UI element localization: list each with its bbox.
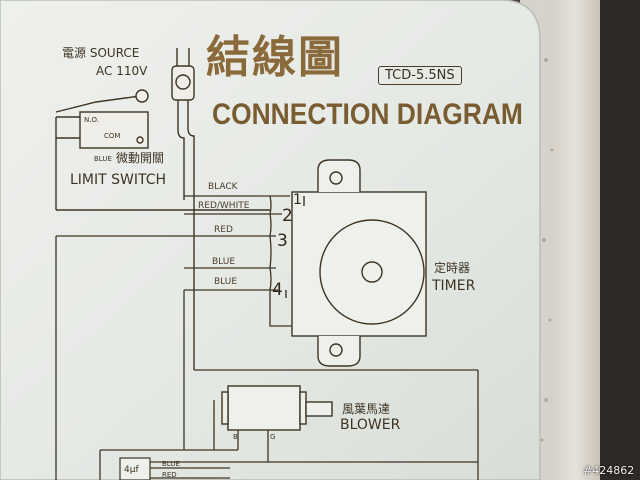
title-english: CONNECTION DIAGRAM <box>212 98 523 131</box>
model-number: TCD-5.5NS <box>378 66 462 85</box>
title-cjk: 結線圖 <box>206 32 344 83</box>
blower-pin-g: G <box>270 433 276 441</box>
capacitor <box>119 457 230 480</box>
wire-harness <box>55 195 479 480</box>
appliance-side-panel <box>540 0 610 480</box>
terminal-3: 3 <box>277 231 288 251</box>
blower-motor <box>221 385 333 431</box>
terminal-2: 2 <box>282 206 293 226</box>
rim-grime <box>540 58 554 442</box>
timer-label-cjk: 定時器 <box>434 261 471 275</box>
image-watermark: #424862 <box>583 464 635 477</box>
limit-switch-blue: BLUE <box>94 155 112 163</box>
terminal-1: 1 <box>293 192 302 208</box>
source-voltage: AC 110V <box>96 64 148 78</box>
source-label-en: SOURCE <box>89 46 140 60</box>
capacitor-label: 4μf <box>124 465 139 475</box>
power-plug <box>171 48 195 370</box>
capacitor-wire-red: RED <box>162 471 177 479</box>
blower-label-cjk: 風葉馬達 <box>342 402 391 416</box>
appliance-dark-edge <box>600 0 640 480</box>
capacitor-wire-blue: BLUE <box>162 460 180 468</box>
wire-label-blue-1: BLUE <box>212 257 236 267</box>
blower-pin-b: B <box>233 433 238 441</box>
wire-label-red-white: RED/WHITE <box>198 201 250 211</box>
source-label: 電源 SOURCE <box>62 47 139 59</box>
limit-switch-label: LIMIT SWITCH <box>70 172 167 188</box>
timer-label: TIMER <box>432 278 476 294</box>
limit-switch <box>55 89 270 211</box>
limit-switch-no: N.O. <box>84 116 99 124</box>
blower-label: BLOWER <box>340 417 401 433</box>
limit-switch-label-cjk: 微動開關 <box>116 151 165 165</box>
wire-label-blue-2: BLUE <box>214 277 238 287</box>
source-label-cjk: 電源 <box>62 46 87 60</box>
wire-label-black: BLACK <box>208 182 238 192</box>
terminal-4: 4 <box>272 280 283 300</box>
timer-unit <box>285 159 427 367</box>
limit-switch-com: COM <box>104 132 121 140</box>
wire-label-red: RED <box>214 225 233 235</box>
